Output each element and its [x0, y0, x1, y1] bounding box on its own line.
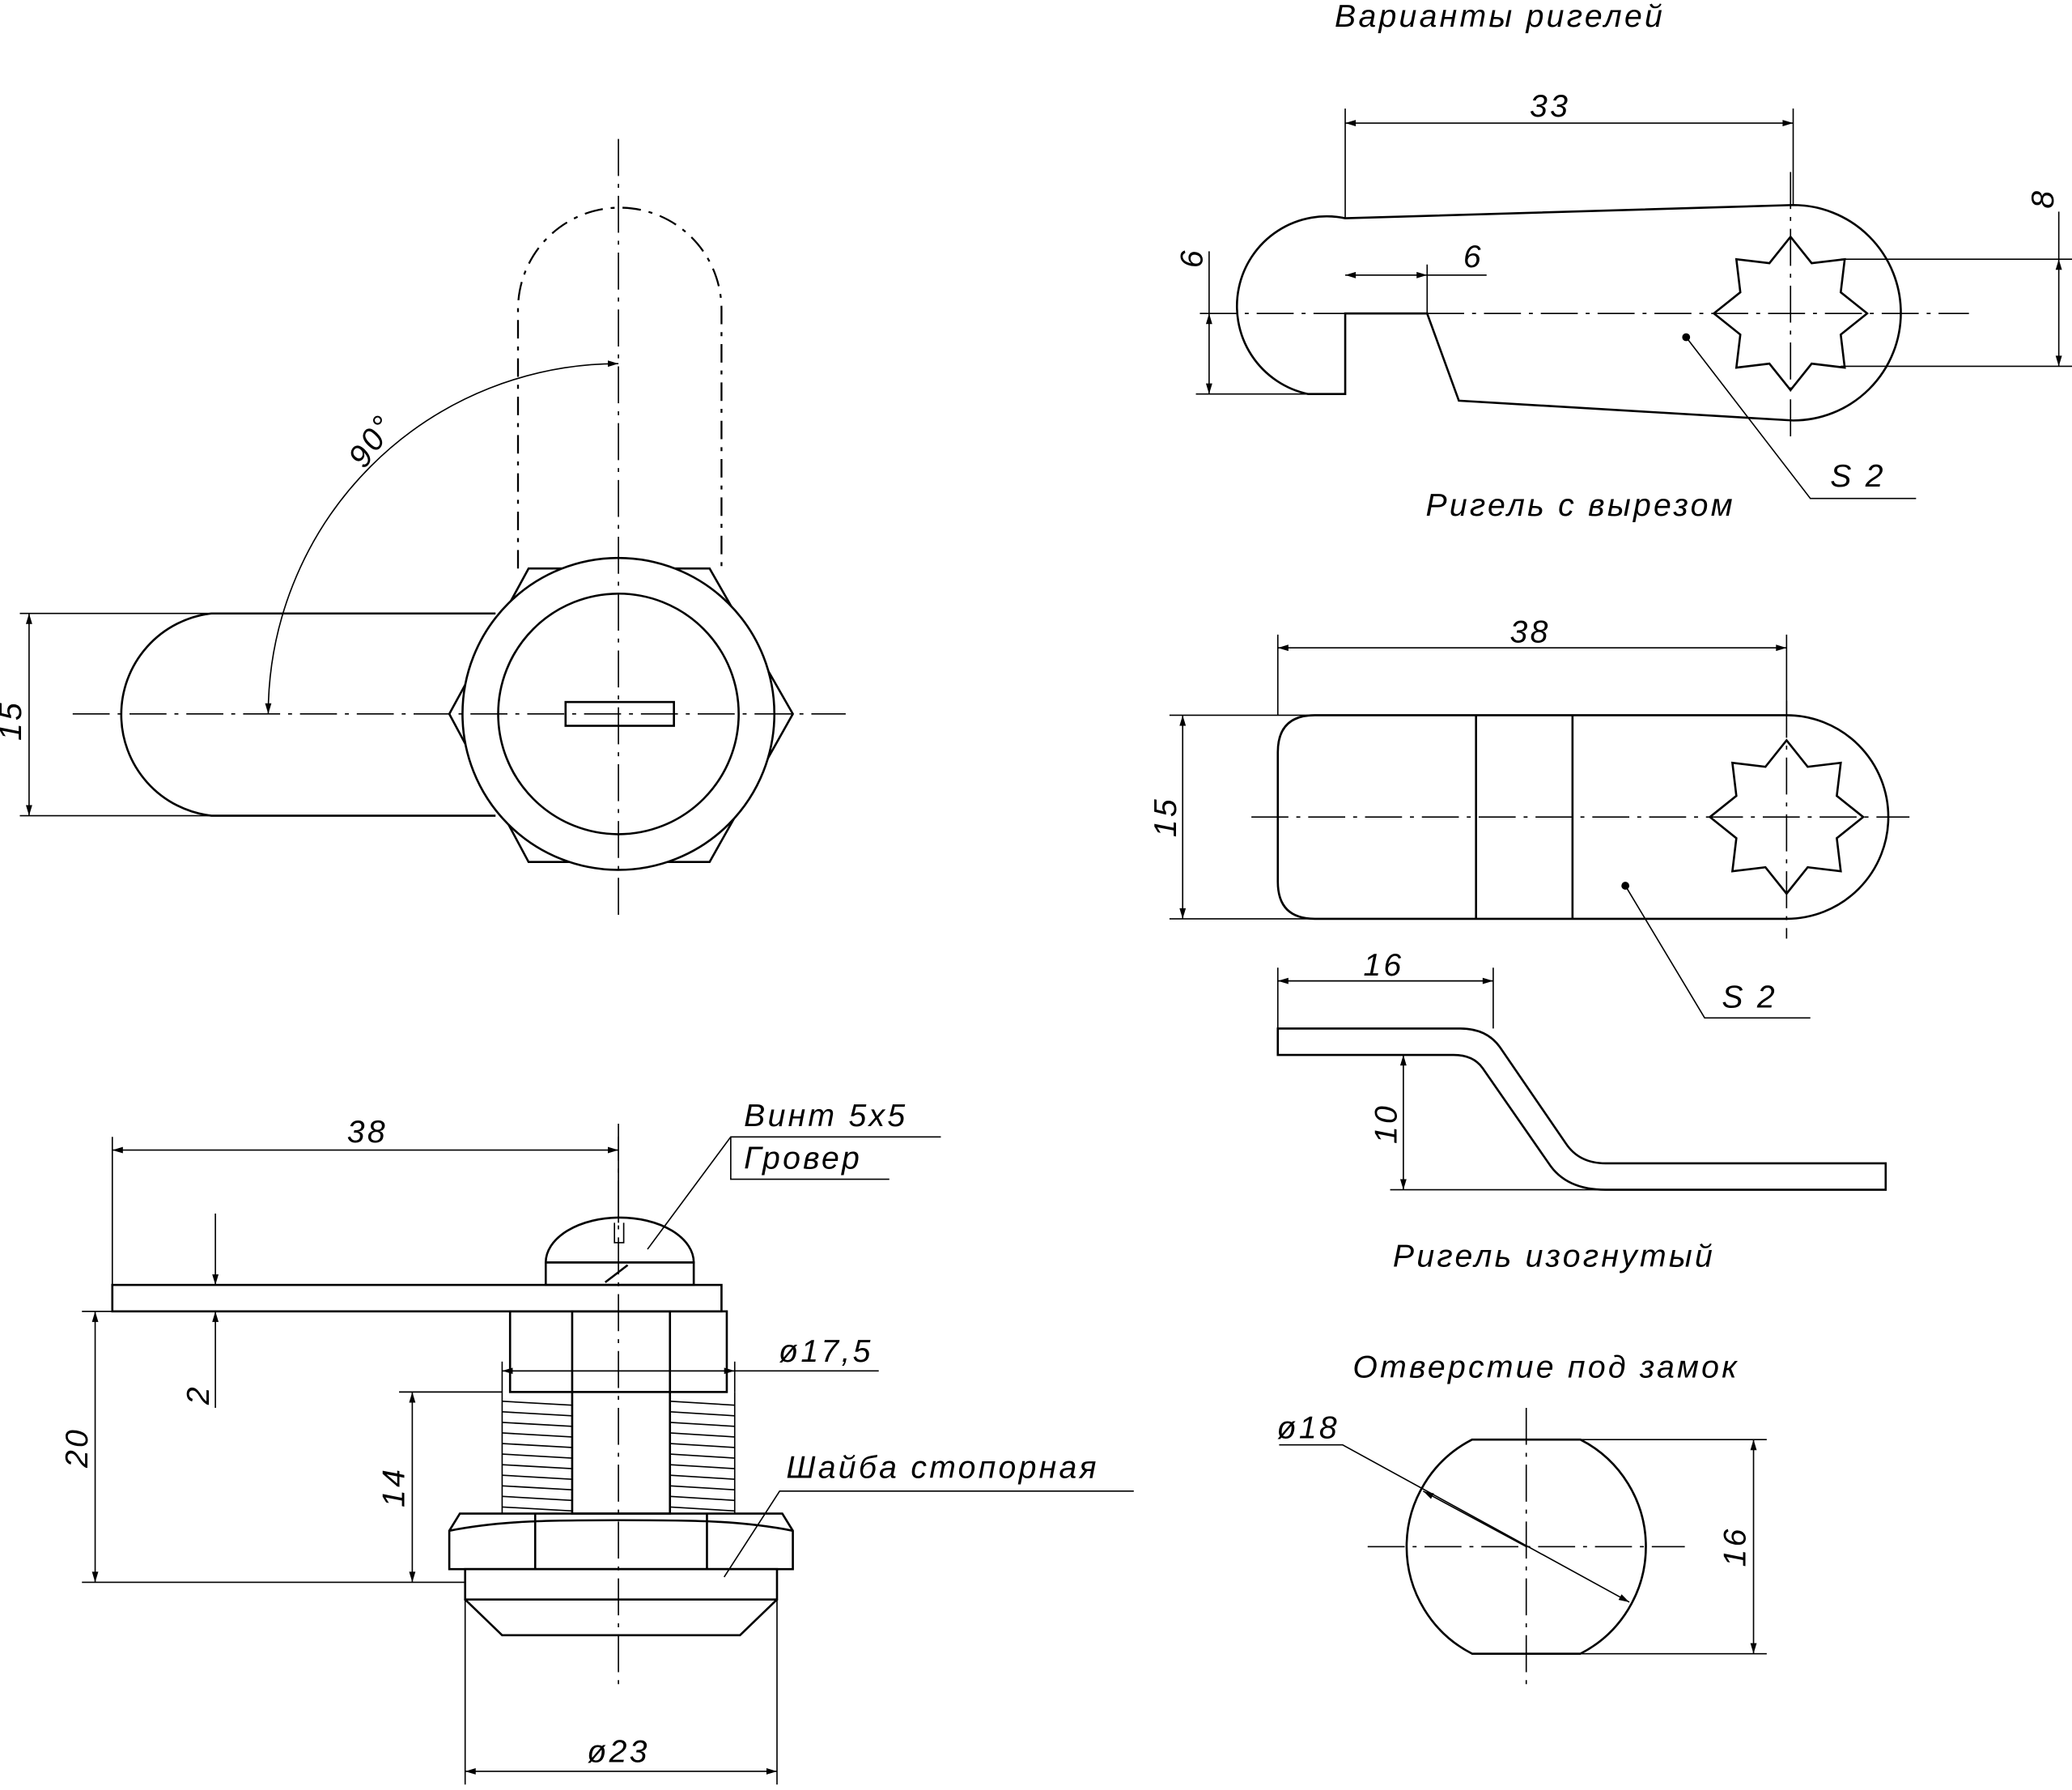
dim-label: 6 [1463, 240, 1484, 274]
dim-label: 16 [1363, 948, 1403, 983]
dim-label: ø17,5 [779, 1334, 873, 1369]
thickness-label: S 2 [1722, 980, 1777, 1014]
hex-nut [448, 1512, 794, 1571]
spring-washer [544, 1261, 695, 1286]
dim-label: 8 [2026, 189, 2061, 209]
lock-washer [464, 1567, 779, 1601]
front-view: 15 90° [0, 138, 846, 919]
bent-cam: 16 10 Ригель изогнутый [1276, 948, 1887, 1273]
dim-label: 33 [1530, 89, 1570, 124]
side-view: 38 2 20 14 ø17,5 ø23 Винт 5х5 Гровер Шай… [60, 1099, 1134, 1785]
dim-label: 16 [1718, 1526, 1753, 1567]
dim-label: 2 [181, 1384, 216, 1405]
dim-label: 14 [377, 1467, 412, 1507]
mounting-hole: Отверстие под замок ø18 16 [1277, 1350, 1767, 1686]
thread [501, 1392, 736, 1514]
cam-plate [111, 1283, 723, 1313]
dim-label: 15 [1149, 797, 1183, 837]
lock-washer-callout: Шайба стопорная [786, 1450, 1098, 1485]
screw-callout: Винт 5х5 [744, 1099, 907, 1133]
cutout-cam: 33 6 6 8 S 2 Ригель с вырезом [1175, 89, 2072, 523]
shaft [571, 1310, 672, 1515]
variants-title: Варианты ригелей [1335, 0, 1665, 34]
dim-label: 38 [347, 1115, 388, 1150]
dim-label: 6 [1175, 248, 1210, 268]
cam-rotated-phantom [516, 206, 723, 569]
angle-label: 90° [342, 408, 403, 474]
washer-callout: Гровер [744, 1141, 862, 1176]
dim-label: 15 [0, 700, 28, 741]
bent-cam-title: Ригель изогнутый [1393, 1239, 1715, 1273]
angle-arc [265, 360, 619, 714]
mounting-hole-title: Отверстие под замок [1352, 1350, 1739, 1384]
dim-label: 20 [60, 1427, 95, 1469]
screw-head [544, 1216, 695, 1264]
straight-cam: 38 15 S 2 [1149, 615, 1910, 1019]
dim-label: ø23 [587, 1735, 649, 1770]
cutout-cam-title: Ригель с вырезом [1425, 488, 1734, 523]
thickness-label: S 2 [1830, 459, 1886, 494]
dim-label: 10 [1369, 1103, 1404, 1144]
dim-label: 38 [1510, 615, 1551, 650]
lock-face [464, 1598, 778, 1637]
dim-label: ø18 [1277, 1411, 1340, 1446]
